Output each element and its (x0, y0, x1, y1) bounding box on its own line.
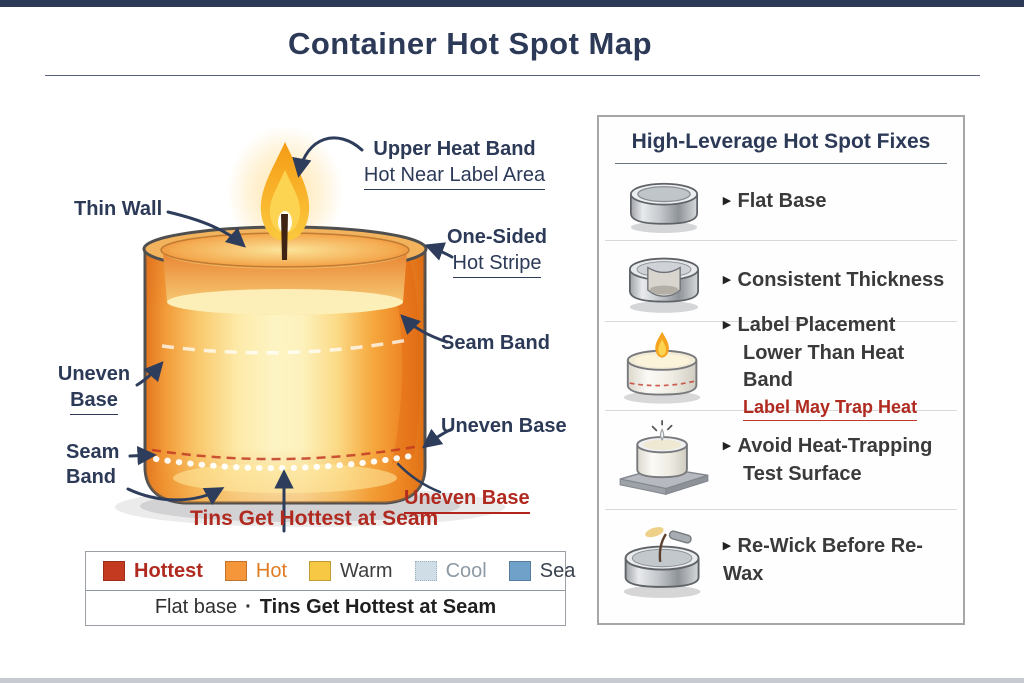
flat-base-tin-icon (605, 168, 723, 236)
warm-swatch-icon (309, 561, 332, 581)
label-tins-hottest-note: Tins Get Hottest at Seam (190, 507, 439, 530)
fix-label-avoid-heat-trapping: Avoid Heat-Trapping (737, 434, 933, 457)
legend-label-warm: Warm (340, 559, 393, 582)
legend-label-hottest: Hottest (134, 559, 203, 582)
fix-text-flat-base: ▸ Flat Base (723, 188, 826, 216)
tin-on-test-surface-icon (605, 418, 723, 502)
fix-row-test-surface: ▸ Avoid Heat-Trapping Test Surface (605, 410, 957, 509)
legend-label-hot: Hot (255, 559, 288, 582)
label-upper-heat-band-line1: Upper Heat Band (373, 138, 536, 160)
sea-swatch-icon (508, 561, 531, 581)
legend-item-cool: Cool (414, 559, 487, 583)
fix-row-consistent-thickness: ▸ Consistent Thickness (605, 240, 957, 321)
label-upper-heat-band: Upper Heat Band Hot Near Label Area (352, 136, 557, 190)
fix-text-rewick: ▸Re-Wick Before Re-Wax (723, 533, 957, 588)
legend-item-hot: Hot (224, 559, 288, 583)
hot-swatch-icon (224, 561, 247, 581)
label-uneven-base-left-line1: Uneven (57, 363, 131, 385)
top-edge-strip (0, 0, 1024, 7)
fixes-panel-title: High-Leverage Hot Spot Fixes (631, 130, 931, 153)
fix-label-test-surface: Test Surface (743, 462, 862, 485)
legend-swatch-row: Hottest Hot Warm Cool Sea (86, 552, 575, 591)
fix-label-rewick: Re-Wick Before Re-Wax (723, 534, 923, 585)
label-one-sided-line2: Hot Stripe (452, 250, 542, 278)
rewick-tool-icon (605, 519, 723, 601)
cool-swatch-icon (414, 561, 437, 581)
fix-row-flat-base: ▸ Flat Base (605, 164, 957, 240)
fix-row-label-placement: ▸ Label Placement Lower Than Heat Band La… (605, 314, 957, 421)
legend-note-left: Flat base (154, 596, 238, 618)
fix-warning-label-may-trap-heat: Label May Trap Heat (743, 395, 918, 421)
bullet-icon: ▸ (723, 536, 731, 554)
fix-label-consistent-thickness: Consistent Thickness (737, 269, 945, 291)
label-uneven-base-left: Uneven Base (50, 361, 138, 415)
bullet-icon: ▸ (723, 192, 731, 209)
bullet-icon: ▸ (723, 271, 731, 288)
bottom-edge-strip (0, 678, 1024, 683)
fixes-panel: High-Leverage Hot Spot Fixes ▸ Flat Base (597, 115, 965, 625)
legend-item-warm: Warm (309, 560, 393, 583)
legend-note-separator: · (245, 596, 252, 618)
legend-note-row: Flat base · Tins Get Hottest at Seam (86, 591, 565, 624)
legend-note-right: Tins Get Hottest at Seam (259, 596, 497, 618)
label-seam-band-left-line2: Band (66, 466, 116, 488)
fix-label-label-placement: Label Placement (737, 313, 896, 336)
title-divider (45, 75, 980, 76)
fix-text-label-placement: ▸ Label Placement Lower Than Heat Band La… (723, 312, 957, 421)
bullet-icon: ▸ (723, 315, 731, 333)
label-seam-band-left: Seam Band (66, 440, 119, 490)
heat-legend: Hottest Hot Warm Cool Sea Flat base · Ti… (85, 551, 575, 626)
legend-item-sea: Sea (508, 559, 576, 583)
fix-row-rewick: ▸Re-Wick Before Re-Wax (605, 509, 957, 610)
fix-text-test-surface: ▸ Avoid Heat-Trapping Test Surface (723, 433, 932, 488)
label-thin-wall: Thin Wall (74, 198, 163, 220)
label-uneven-base-warning-text: Uneven Base (404, 485, 530, 514)
label-one-sided-line1: One-Sided (446, 226, 547, 248)
legend-item-hottest: Hottest (103, 560, 203, 583)
hottest-swatch-icon (103, 561, 125, 581)
fix-label-lower-than-heat-band: Lower Than Heat Band (743, 341, 905, 391)
label-one-sided-hot-stripe: One-Sided Hot Stripe (438, 224, 556, 278)
cutaway-tin-icon (605, 246, 723, 316)
label-upper-heat-band-line2: Hot Near Label Area (363, 162, 546, 190)
label-seam-band-right: Seam Band (441, 332, 550, 354)
lit-tealight-icon (605, 326, 723, 406)
label-uneven-base-right: Uneven Base (441, 415, 567, 437)
legend-label-sea: Sea (539, 559, 576, 582)
label-uneven-base-left-line2: Base (70, 387, 118, 415)
bullet-icon: ▸ (723, 436, 731, 454)
fix-label-flat-base: Flat Base (737, 190, 827, 212)
legend-label-cool: Cool (445, 559, 487, 582)
label-uneven-base-warning: Uneven Base (404, 485, 530, 514)
fix-text-consistent-thickness: ▸ Consistent Thickness (723, 267, 944, 295)
page-title: Container Hot Spot Map (287, 26, 653, 61)
label-seam-band-left-line1: Seam (66, 441, 120, 463)
fixes-panel-divider (615, 163, 947, 164)
